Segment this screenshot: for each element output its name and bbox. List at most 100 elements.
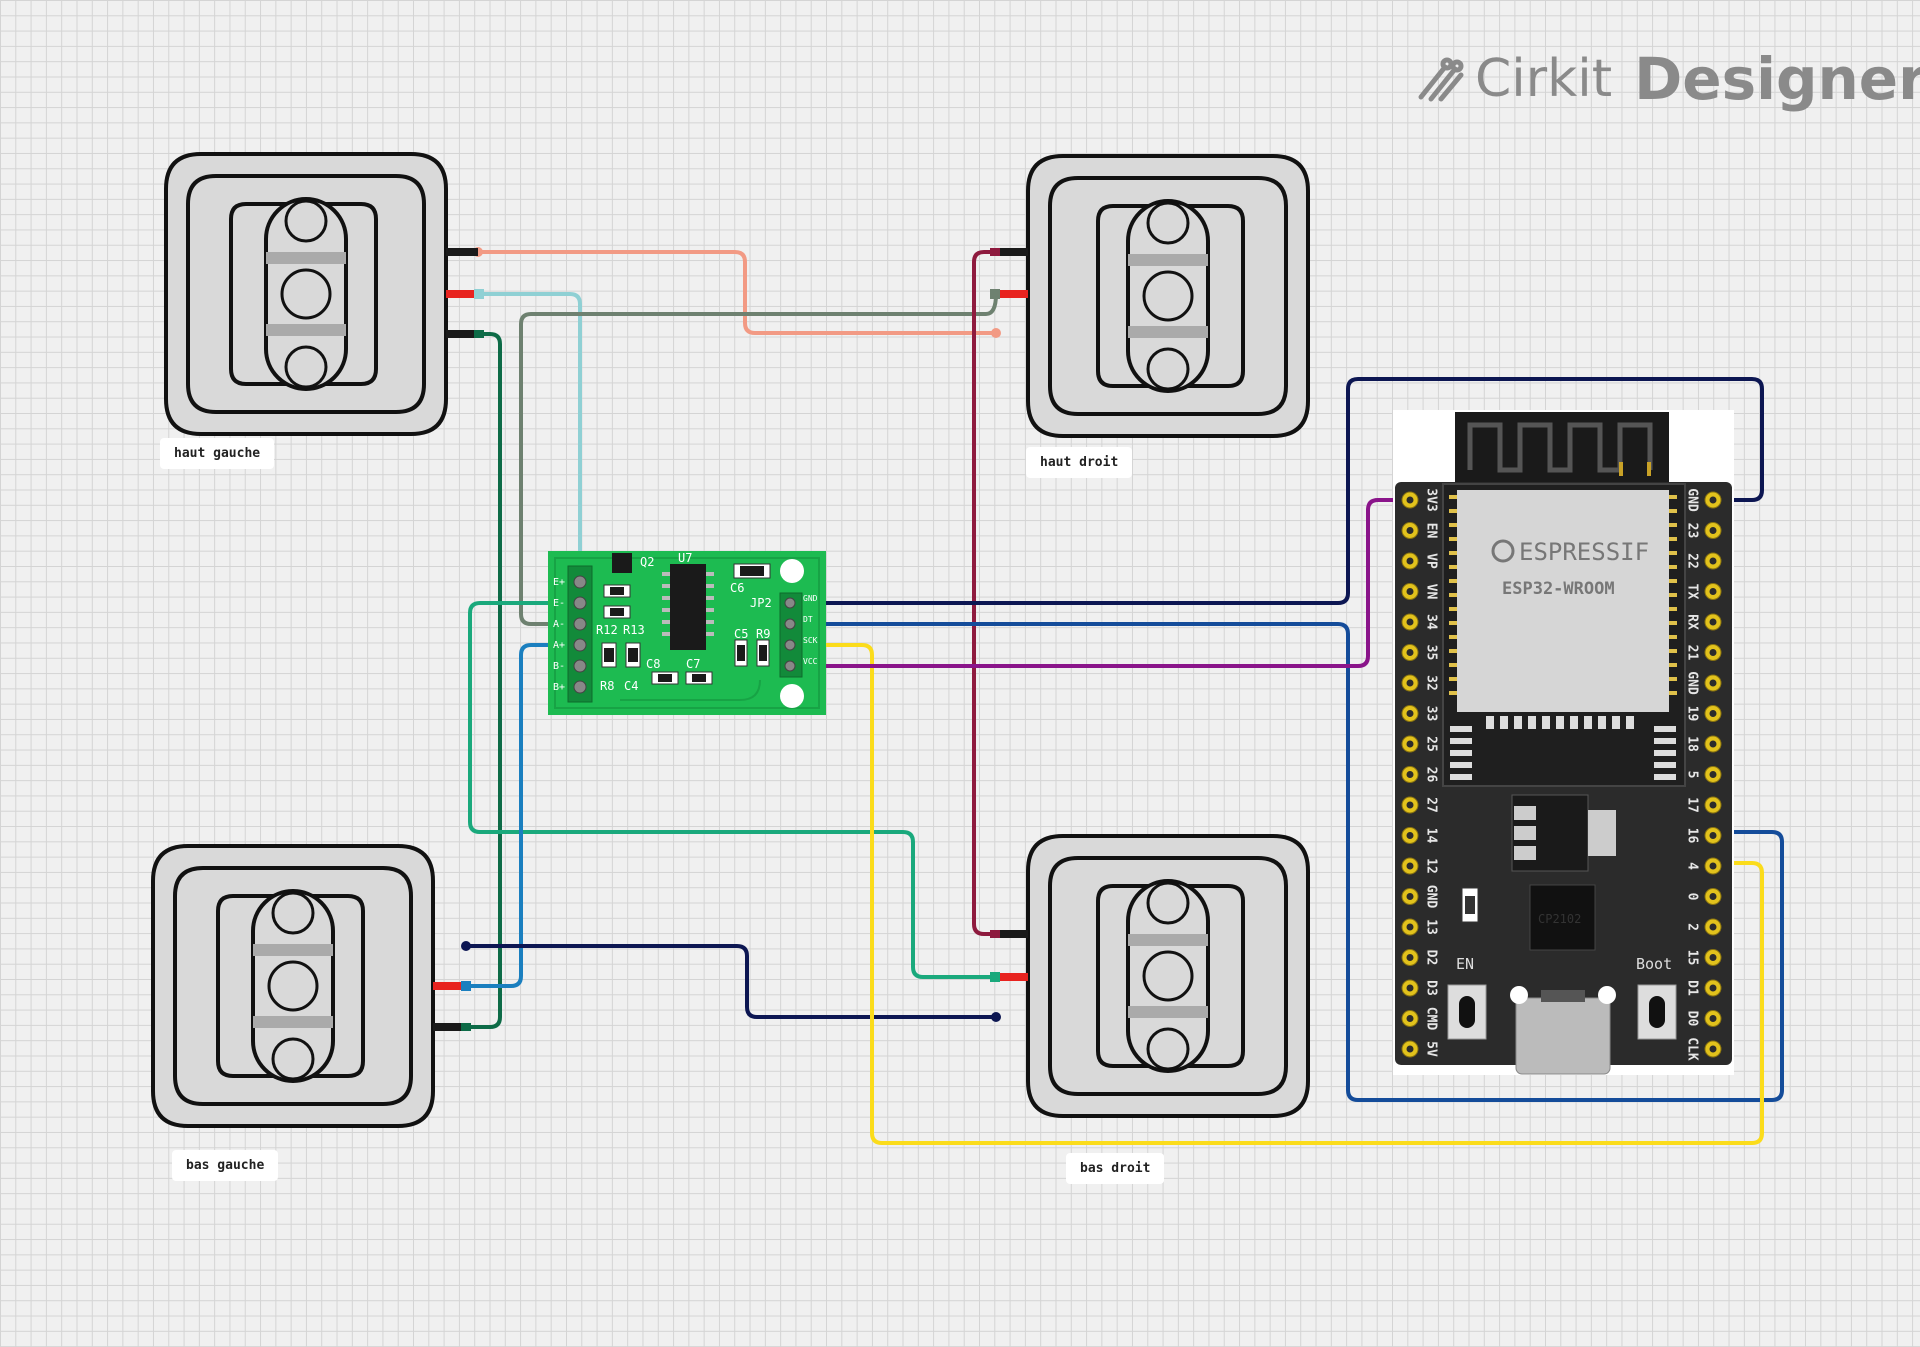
hx711-label-r13: R13 [623,623,645,637]
esp32-pin-hole [1406,954,1414,961]
load-cell-top-right[interactable] [990,154,1310,438]
esp32-pin-label-left-gnd: GND [1424,885,1439,909]
wire-gray[interactable] [519,293,998,626]
esp32-module-name: ESP32-WROOM [1502,579,1615,599]
esp32-chip-label: CP2102 [1538,912,1581,926]
esp32-pin-label-left-32: 32 [1424,675,1439,691]
esp32-pin-label-right-2: 2 [1685,923,1700,931]
esp32-pin-hole [1709,496,1717,504]
esp32-pin-label-left-5v: 5V [1424,1041,1439,1057]
esp32-pin-hole [1709,923,1717,931]
esp32-pin-hole [1406,740,1414,748]
hx711-label-c8: C8 [646,657,660,671]
espressif-logo-icon [1491,539,1515,563]
hx711-label-jp2: JP2 [750,596,772,610]
wire-maroon[interactable] [972,250,996,936]
esp32-pin-label-right-22: 22 [1685,553,1700,569]
esp32-pin-hole [1709,862,1717,870]
esp32-pin-label-left-25: 25 [1424,736,1439,752]
hx711-label-c7: C7 [686,657,700,671]
cirkit-designer-logo: Cirkit Designer [1415,45,1920,113]
esp32-pin-hole [1709,710,1717,717]
esp32-pin-label-right-15: 15 [1685,950,1700,966]
esp32-pin-label-right-17: 17 [1685,797,1700,813]
wire-teal[interactable] [468,601,996,979]
wire-salmon[interactable] [478,250,996,335]
esp32-pin-label-right-d0: D0 [1685,1011,1700,1027]
esp32-pin-label-right-18: 18 [1685,736,1700,752]
esp32-pin-hole [1709,588,1717,595]
esp32-pin-hole [1709,984,1717,992]
esp32-pin-label-left-35: 35 [1424,645,1439,661]
esp32-pin-label-right-gnd: GND [1685,488,1700,512]
hx711-label-c4: C4 [624,679,638,693]
esp32-pin-label-right-5: 5 [1685,771,1700,779]
hx711-board[interactable]: E+ E- A- A+ B- B+ GND DT SCK VCC [548,551,826,715]
esp32-pin-hole [1709,557,1717,565]
wire-yellow[interactable] [790,643,1764,1145]
hx711-pin-e-plus: E+ [553,577,565,588]
wire-lightblue[interactable] [478,292,582,581]
load-cell-top-left[interactable] [164,152,484,436]
esp32-pin-label-left-34: 34 [1424,614,1439,630]
wire-navy-load[interactable] [466,944,996,1019]
hx711-pin-dt: DT [803,615,813,624]
wire-darkgreen[interactable] [466,332,502,1029]
hx711-pin-sck: SCK [803,636,818,645]
wire-blue[interactable] [466,643,580,988]
esp32-pin-label-left-33: 33 [1424,706,1439,722]
esp32-pin-hole [1406,801,1414,809]
label-haut-droit: haut droit [1026,447,1133,478]
esp32-pin-label-right-0: 0 [1685,893,1700,901]
esp32-pin-hole [1406,588,1414,595]
wire-royal[interactable] [790,622,1784,1102]
wire-navy-gnd[interactable] [790,377,1764,605]
esp32-pin-hole [1709,893,1717,900]
hx711-pin-a-minus: A- [553,619,565,630]
brand-name-bold: Designer [1634,45,1920,113]
hx711-pin-gnd: GND [803,594,818,603]
esp32-pin-label-left-d3: D3 [1424,980,1439,996]
esp32-pin-hole [1709,740,1717,748]
esp32-pin-hole [1406,1015,1414,1022]
hx711-label-r12: R12 [596,623,618,637]
esp32-pin-label-right-23: 23 [1685,523,1700,539]
esp32-pin-hole [1406,1045,1414,1053]
esp32-pin-label-right-clk: CLK [1685,1037,1700,1061]
hx711-chip [670,564,706,650]
load-cell-bottom-left[interactable] [151,844,471,1128]
load-cell-bottom-right[interactable] [990,834,1310,1118]
esp32-pin-hole [1709,954,1717,961]
esp32-pin-label-left-14: 14 [1424,828,1439,844]
esp32-pin-label-right-rx: RX [1685,614,1700,630]
esp32-pin-hole [1406,496,1414,504]
esp32-pin-label-left-26: 26 [1424,767,1439,783]
hx711-label-q2: Q2 [640,555,654,569]
esp32-pin-hole [1709,618,1717,626]
esp32-board[interactable]: ESPRESSIF ESP32-WROOM CP2102 EN Boot 3V3… [1393,410,1734,1075]
hx711-pin-e-minus: E- [553,598,565,609]
esp32-pin-hole [1709,649,1717,656]
wire-purple[interactable] [790,498,1410,668]
label-bas-droit: bas droit [1066,1153,1165,1184]
esp32-pin-label-left-en: EN [1424,523,1439,539]
esp32-pin-hole [1709,771,1717,778]
esp32-pin-label-right-tx: TX [1685,584,1700,600]
esp32-pin-label-left-vp: VP [1424,553,1439,569]
esp32-pin-label-left-3v3: 3V3 [1424,488,1439,511]
esp32-pin-hole [1406,557,1414,565]
esp32-pin-label-right-4: 4 [1685,862,1700,870]
esp32-pin-hole [1406,771,1414,778]
esp32-pin-hole [1709,1015,1717,1022]
esp32-pin-hole [1709,832,1717,839]
esp32-pin-hole [1406,710,1414,717]
esp32-pin-hole [1406,893,1414,900]
usb-port[interactable] [1515,997,1611,1075]
esp32-pin-label-right-19: 19 [1685,706,1700,722]
esp32-pin-hole [1709,1045,1717,1053]
hx711-pin-b-plus: B+ [553,682,565,693]
hx711-label-c6: C6 [730,581,744,595]
hx711-pin-a-plus: A+ [553,640,565,651]
label-haut-gauche: haut gauche [160,438,275,469]
